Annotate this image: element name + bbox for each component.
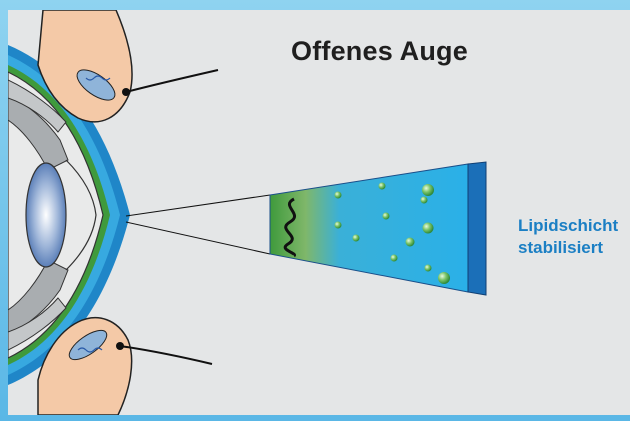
bubble [438,272,450,284]
lipid-label-line-1: Lipidschicht [518,215,618,237]
diagram-title: Offenes Auge [291,36,468,67]
bubble [335,222,342,229]
bubble [353,235,360,242]
lens [26,163,66,267]
eye-cross-section-diagram [8,10,630,415]
tear-film-zoom-wedge [270,162,486,295]
bubble [379,183,386,190]
tear-film-body [270,164,468,292]
eyelash-lower [120,346,212,364]
lipid-layer [468,162,486,295]
bubble [383,213,390,220]
bubble [406,238,415,247]
diagram-panel: Offenes Auge Lipidschicht stabilisiert [8,10,630,415]
lipid-label-line-2: stabilisiert [518,237,618,259]
eyelid-upper [38,10,218,122]
bubble [421,197,428,204]
bubble [422,184,434,196]
lipid-layer-label: Lipidschicht stabilisiert [518,215,618,259]
zoom-lines [126,195,270,254]
eyelid-lower [38,318,212,415]
bubble [423,223,434,234]
bubble [391,255,398,262]
bubble [425,265,432,272]
bubble [335,192,342,199]
eyelash-upper [126,70,218,92]
